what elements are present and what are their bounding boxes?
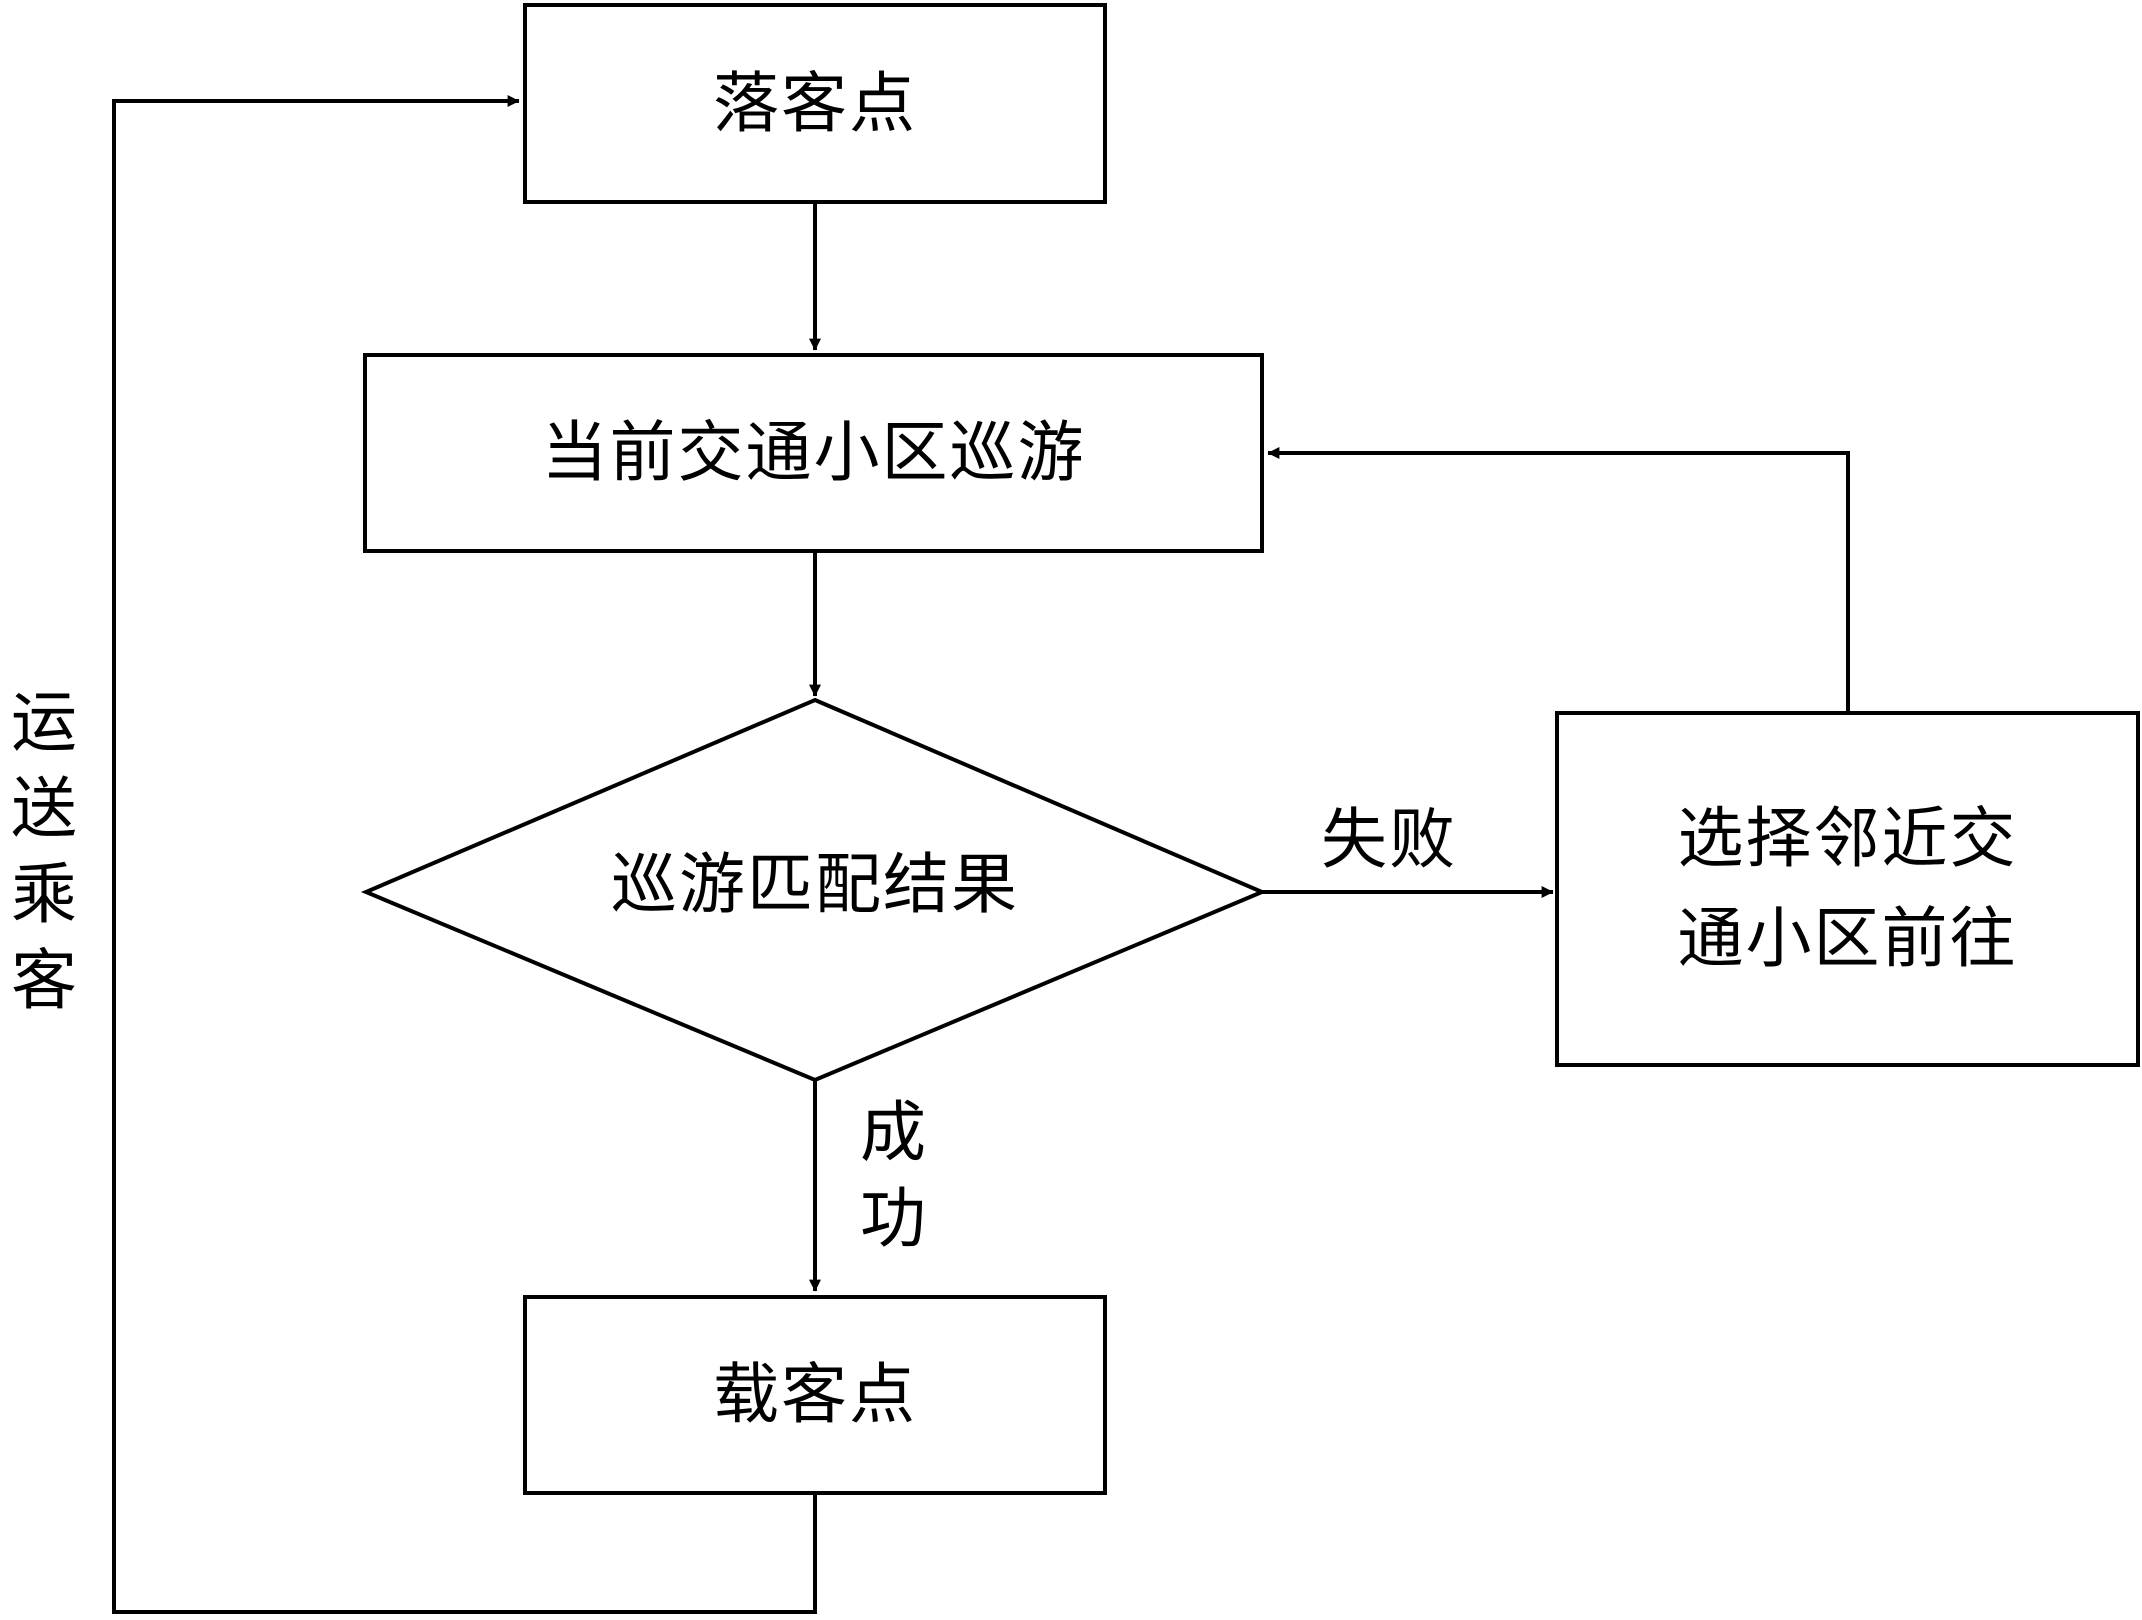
- current-zone-cruise-label: 当前交通小区巡游: [541, 414, 1086, 491]
- choose-neighbor-zone-line-1: 选择邻近交: [1677, 800, 2018, 877]
- drop-off-label: 落客点: [713, 64, 917, 142]
- choose-neighbor-zone-label: 选择邻近交 通小区前往: [1557, 713, 2138, 1065]
- transport-passenger-char-1: 运: [11, 684, 77, 761]
- choose-neighbor-zone-line-2: 通小区前往: [1677, 900, 2018, 977]
- transport-passenger-label: 运 送 乘 客: [0, 680, 88, 1030]
- failure-label: 失败: [1321, 801, 1457, 878]
- transport-passenger-char-3: 乘: [11, 856, 77, 933]
- transport-passenger-char-2: 送: [11, 770, 77, 847]
- transport-passenger-char-4: 客: [11, 942, 77, 1019]
- success-label: 成 功: [838, 1090, 948, 1262]
- match-result-label: 巡游匹配结果: [611, 846, 1019, 923]
- transport-passenger-loop-arrow: [112, 95, 817, 1614]
- success-label-char-1: 成: [860, 1094, 926, 1171]
- pick-up-label: 载客点: [713, 1356, 917, 1433]
- success-label-char-2: 功: [860, 1180, 926, 1257]
- neighbor-to-cruise-arrow: [1267, 447, 1850, 713]
